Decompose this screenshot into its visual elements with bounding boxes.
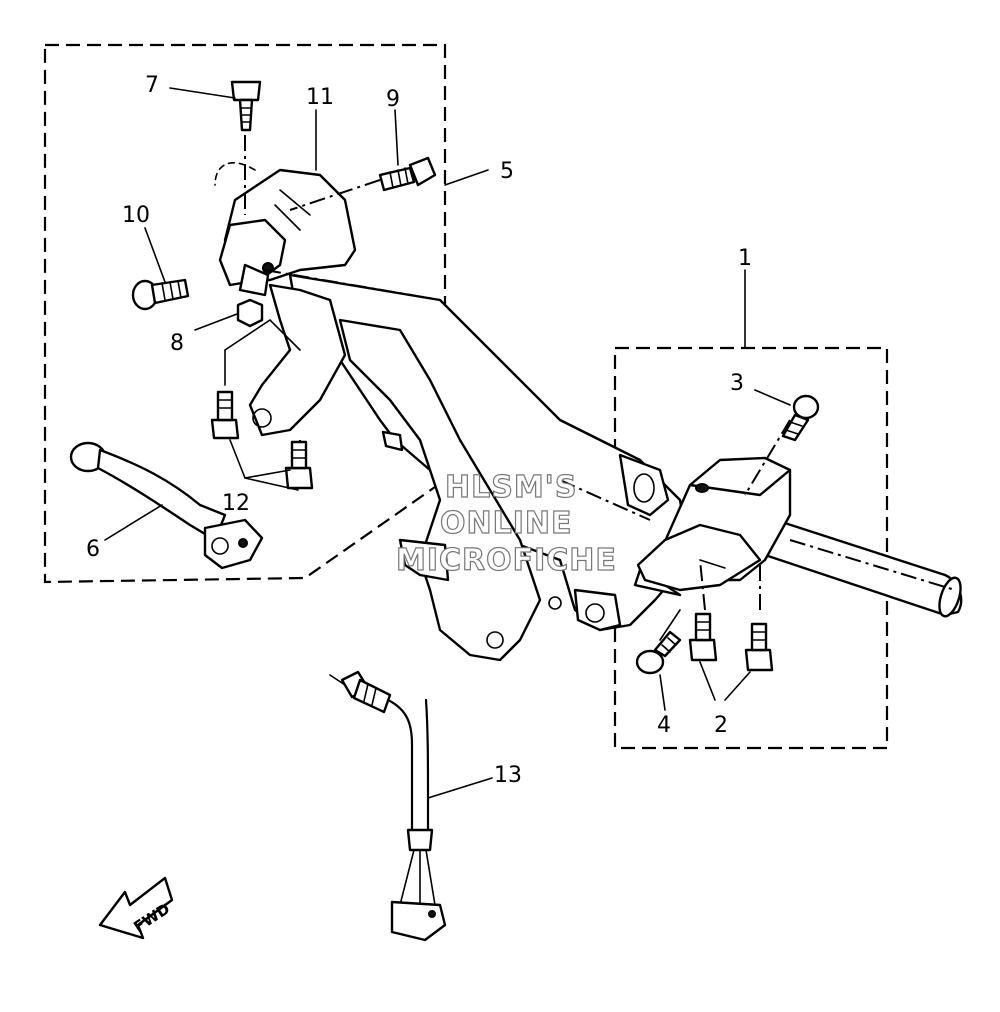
watermark: HLSM'S ONLINE MICROFICHE: [395, 469, 617, 578]
lever-6: [69, 441, 264, 570]
cable-13: [329, 670, 447, 942]
screw-3: [781, 394, 820, 442]
right-lever-holder: [633, 456, 792, 597]
callout-6: 6: [86, 537, 100, 562]
watermark-line-2: ONLINE: [440, 506, 573, 541]
handlebar-frame: [248, 273, 692, 662]
screw-10: [131, 278, 190, 311]
group-box-left: [43, 43, 447, 584]
screw-12b: [284, 440, 314, 490]
screw-2b: [744, 622, 774, 672]
grip-tube: [758, 513, 963, 618]
callout-3: 3: [730, 371, 744, 396]
callout-12: 12: [222, 491, 250, 516]
callouts: 1 2 3 4 5 6 7 8 9 10 11 12 13: [86, 73, 752, 788]
leader-lines: [104, 87, 791, 799]
callout-4: 4: [657, 713, 671, 738]
watermark-line-3: MICROFICHE: [396, 543, 617, 578]
callout-7: 7: [145, 73, 159, 98]
screw-4: [635, 630, 682, 675]
fwd-arrow-icon: FWD: [98, 876, 174, 940]
callout-8: 8: [170, 331, 184, 356]
screw-2a: [688, 612, 718, 662]
screw-9: [378, 156, 437, 192]
callout-2: 2: [714, 713, 728, 738]
callout-1: 1: [738, 246, 752, 271]
callout-11: 11: [306, 85, 334, 110]
left-lever-holder: [214, 161, 357, 297]
nut-8: [236, 298, 264, 328]
callout-9: 9: [386, 87, 400, 112]
screw-7: [230, 80, 262, 132]
callout-5: 5: [500, 159, 514, 184]
callout-13: 13: [494, 763, 522, 788]
screw-12a: [210, 390, 240, 440]
watermark-line-1: HLSM'S: [445, 470, 577, 505]
assembly-lines: [224, 135, 956, 641]
callout-10: 10: [122, 203, 150, 228]
